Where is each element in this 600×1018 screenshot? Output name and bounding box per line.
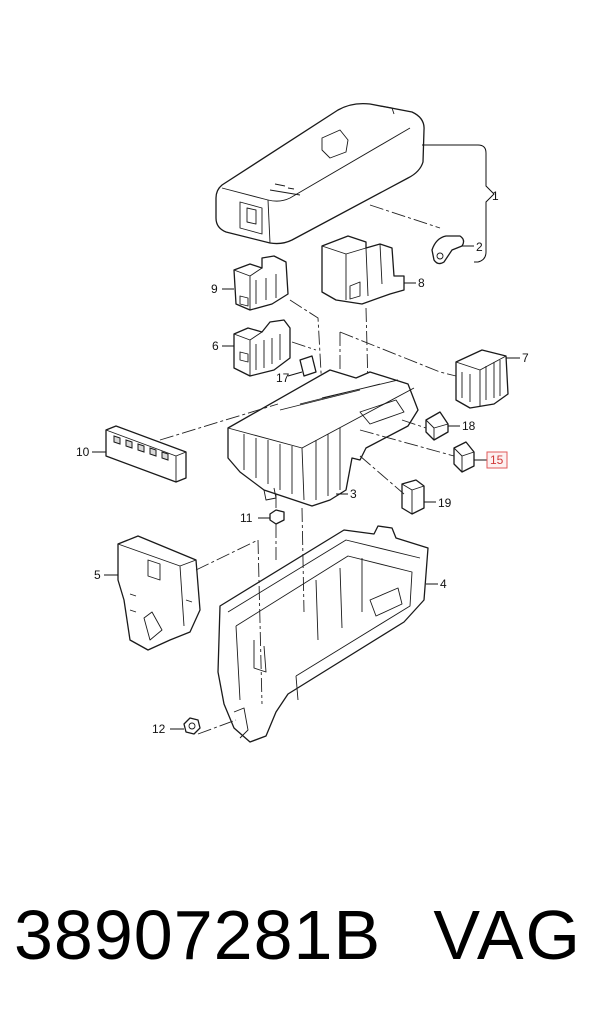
callout-11: 11 [240, 511, 253, 525]
callout-3: 3 [350, 487, 357, 501]
part-8-relay-carrier [321, 235, 416, 305]
caption: 38907281B VAG [0, 890, 600, 980]
exploded-parts-diagram: 1 2 3 4 5 6 7 8 9 10 11 12 15 17 18 19 [76, 102, 529, 743]
part-1-cover [215, 102, 425, 245]
part-11-nut [258, 494, 285, 560]
part-19-relay [359, 455, 436, 515]
callout-8: 8 [418, 276, 425, 290]
callout-15: 15 [490, 453, 504, 467]
bracket-1-2 [422, 144, 495, 263]
callout-4: 4 [440, 577, 447, 591]
callout-15-highlight [486, 451, 508, 469]
callout-6: 6 [212, 339, 219, 353]
part-18-fuse [401, 411, 460, 441]
part-15-fuse [359, 429, 488, 473]
callout-2: 2 [476, 240, 483, 254]
part-5-bracket [104, 535, 259, 651]
brand-name: VAG [433, 896, 582, 974]
part-4-housing [217, 507, 438, 743]
part-6-fuse-holder [222, 319, 291, 377]
callout-17: 17 [276, 371, 290, 385]
callout-18: 18 [462, 419, 476, 433]
part-9-fuse-holder [222, 255, 289, 311]
part-2-clip [431, 235, 474, 265]
part-3-fuse-carrier [227, 369, 419, 507]
callout-1: 1 [492, 189, 499, 203]
part-7-relay-holder [455, 349, 520, 409]
callout-labels: 1 2 3 4 5 6 7 8 9 10 11 12 15 17 18 19 [76, 189, 529, 736]
part-number: 38907281B [14, 896, 382, 974]
part-17-fuse [287, 355, 317, 377]
part-10-fuse-strip [92, 403, 279, 483]
part-12-nut [170, 717, 237, 735]
callout-12: 12 [152, 722, 166, 736]
callout-19: 19 [438, 496, 452, 510]
callout-10: 10 [76, 445, 90, 459]
callout-9: 9 [211, 282, 218, 296]
callout-5: 5 [94, 568, 101, 582]
callout-7: 7 [522, 351, 529, 365]
